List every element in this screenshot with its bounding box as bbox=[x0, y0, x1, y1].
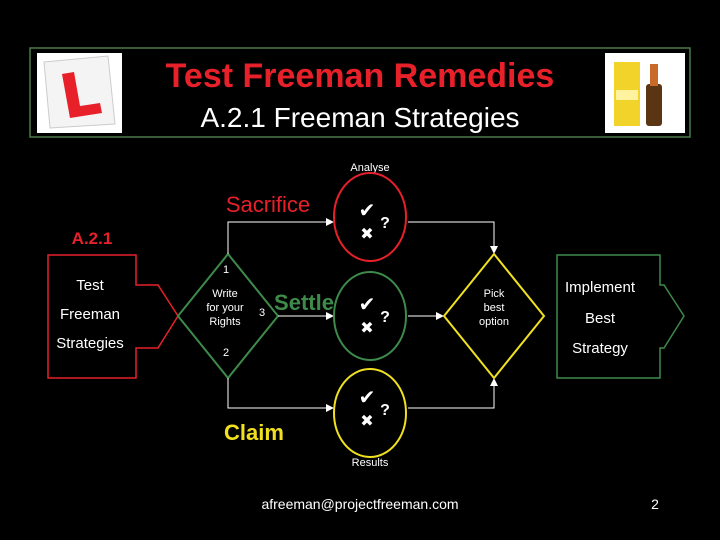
page-number: 2 bbox=[651, 496, 659, 512]
input-line: Strategies bbox=[56, 335, 124, 352]
pick-line: Pick bbox=[484, 288, 505, 300]
learner-plate-image bbox=[37, 53, 122, 133]
section-label: A.2.1 bbox=[72, 229, 113, 248]
analysis-circle-claim: ✔ ✖ ? bbox=[333, 368, 407, 458]
branch-settle: Settle bbox=[274, 290, 334, 315]
decision-line: for your bbox=[206, 302, 244, 314]
branch-claim: Claim bbox=[224, 420, 284, 445]
cross-icon: ✖ bbox=[360, 413, 373, 430]
pick-line: option bbox=[479, 316, 509, 328]
header-frame bbox=[29, 47, 691, 138]
output-line: Implement bbox=[565, 279, 636, 296]
decision-line: Write bbox=[212, 288, 237, 300]
pick-diamond bbox=[442, 252, 546, 380]
question-icon: ? bbox=[380, 402, 390, 419]
rescue-remedy-image bbox=[605, 53, 685, 133]
question-icon: ? bbox=[380, 309, 390, 326]
output-line: Best bbox=[585, 310, 616, 327]
check-icon: ✔ bbox=[359, 200, 376, 222]
branch-sacrifice: Sacrifice bbox=[226, 192, 310, 217]
decision-number-bottom: 2 bbox=[223, 347, 229, 359]
pick-line: best bbox=[484, 302, 505, 314]
output-line: Strategy bbox=[572, 340, 628, 357]
connector-sacrifice bbox=[227, 218, 334, 254]
connector-bottom-out bbox=[408, 378, 498, 409]
analyse-label: Analyse bbox=[350, 162, 389, 174]
analysis-circle-sacrifice: ✔ ✖ ? bbox=[333, 172, 407, 262]
footer-email: afreeman@projectfreeman.com bbox=[261, 496, 458, 512]
question-icon: ? bbox=[380, 215, 390, 232]
page-subtitle: A.2.1 Freeman Strategies bbox=[200, 102, 519, 133]
page-title: Test Freeman Remedies bbox=[166, 57, 555, 95]
analysis-circle-settle: ✔ ✖ ? bbox=[333, 271, 407, 361]
output-arrow-box bbox=[556, 254, 685, 379]
results-label: Results bbox=[352, 457, 389, 469]
decision-number-top: 1 bbox=[223, 264, 229, 276]
input-arrow-box bbox=[47, 254, 179, 379]
cross-icon: ✖ bbox=[360, 320, 373, 337]
cross-icon: ✖ bbox=[360, 226, 373, 243]
check-icon: ✔ bbox=[359, 294, 376, 316]
input-line: Test bbox=[76, 277, 104, 294]
check-icon: ✔ bbox=[359, 387, 376, 409]
decision-number-right: 3 bbox=[259, 307, 265, 319]
decision-line: Rights bbox=[209, 316, 241, 328]
connector-top-out bbox=[408, 221, 498, 254]
input-line: Freeman bbox=[60, 306, 120, 323]
connector-claim bbox=[227, 378, 334, 412]
